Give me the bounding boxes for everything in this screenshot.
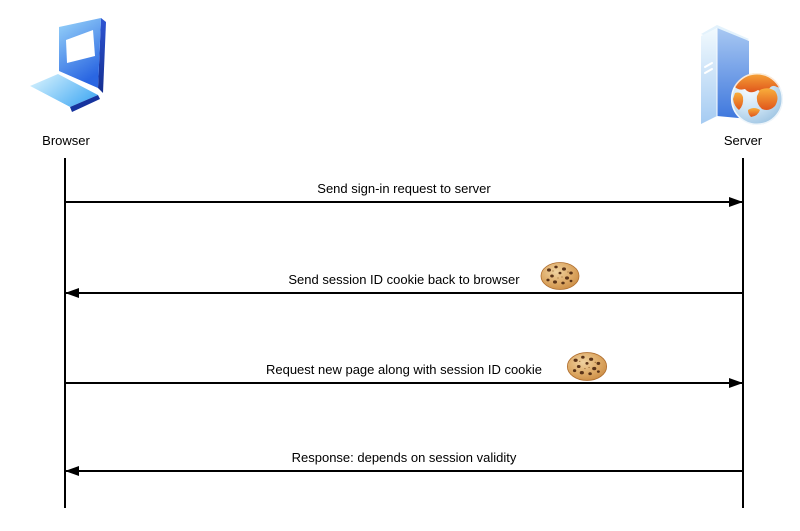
actor-label-browser: Browser (42, 133, 90, 148)
arrowhead-left-icon (65, 288, 79, 298)
actor-label-server: Server (723, 133, 763, 148)
arrowhead-right-icon (729, 197, 743, 207)
lifeline-browser (64, 158, 66, 508)
message-row-4: Response: depends on session validity (65, 450, 743, 476)
arrow-line (65, 201, 743, 203)
arrow-line (65, 382, 743, 384)
message-row-1: Send sign-in request to server (65, 181, 743, 207)
message-label: Send sign-in request to server (317, 181, 491, 196)
lifeline-server (742, 158, 744, 508)
arrow-line (65, 292, 743, 294)
arrow-line (65, 470, 743, 472)
cookie-icon (540, 262, 580, 290)
message-row-2: Send session ID cookie back to browser (65, 262, 743, 298)
cookie-icon (566, 352, 608, 381)
message-label: Response: depends on session validity (291, 450, 517, 465)
message-label: Send session ID cookie back to browser (288, 272, 520, 287)
arrowhead-right-icon (729, 378, 743, 388)
server-globe-icon (701, 25, 784, 126)
arrowhead-left-icon (65, 466, 79, 476)
message-row-3: Request new page along with session ID c… (65, 352, 743, 388)
browser-laptop-icon (30, 18, 106, 112)
message-label: Request new page along with session ID c… (265, 362, 543, 377)
